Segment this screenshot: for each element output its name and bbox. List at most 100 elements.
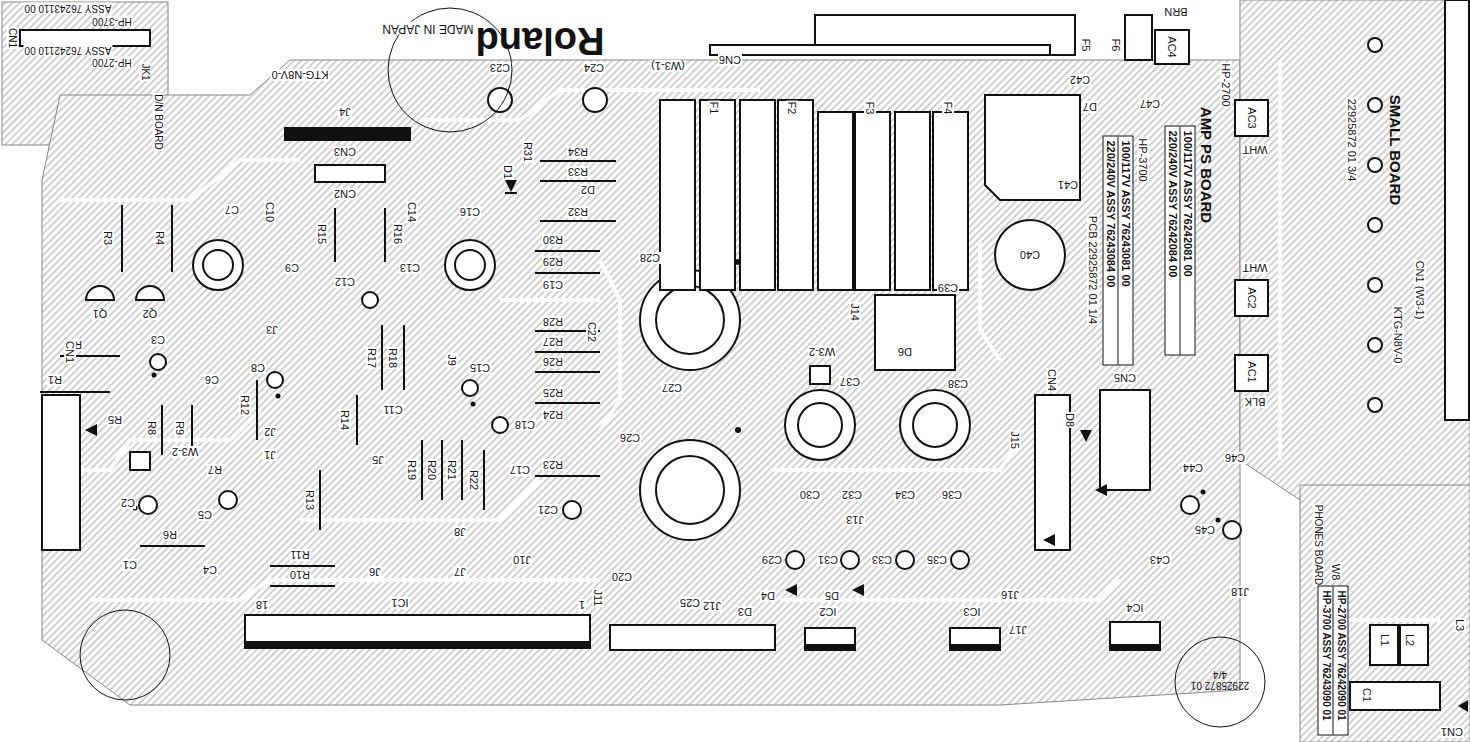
component-label: C5: [197, 509, 213, 521]
component-label: IC1: [390, 597, 409, 609]
component-label: C30: [799, 489, 821, 501]
component-label: C39: [937, 282, 959, 294]
component-label: D8: [1064, 412, 1076, 428]
component-label: CN5: [1113, 372, 1137, 384]
table-row: HP-2700 ASSY 76242090 01: [1334, 586, 1348, 734]
component-label: SMALL BOARD: [1387, 94, 1404, 207]
component-label: BLK: [1244, 396, 1267, 408]
component-label: F3: [864, 101, 876, 116]
component-label: C29: [761, 554, 783, 566]
component-label: C10: [264, 201, 276, 223]
component-label: Roland: [475, 19, 606, 61]
component-label: C2: [120, 497, 136, 509]
component-label: L3: [1454, 618, 1466, 632]
component-label: C6: [204, 374, 220, 386]
outline-circles: [80, 8, 1265, 727]
component-label: ASSY 76243110 00: [24, 3, 113, 14]
component-label: R15: [316, 223, 328, 245]
resistors: [40, 161, 616, 586]
component-label: C23: [489, 62, 511, 74]
capacitors: [86, 88, 1241, 569]
component-label: R29: [542, 256, 564, 268]
component-label: IC4: [1125, 602, 1144, 614]
component-label: R14: [339, 409, 351, 431]
component-label: 22925872 01 4/4: [1188, 669, 1252, 691]
component-label: C22: [586, 321, 598, 343]
component-label: J7: [453, 566, 467, 578]
component-label: WHT: [1241, 144, 1268, 156]
component-label: HP-2700: [91, 57, 132, 68]
component-label: R5: [107, 414, 123, 426]
component-label: J16: [1000, 589, 1020, 601]
component-label: C9: [284, 262, 300, 274]
component-label: C44: [1182, 462, 1204, 474]
component-label: L1: [1379, 633, 1391, 647]
component-label: J2: [263, 426, 277, 438]
component-label: (W3-1): [650, 60, 686, 72]
component-label: C45: [1194, 524, 1216, 536]
component-label: C1: [1361, 687, 1373, 703]
component-label: F5: [1080, 38, 1092, 53]
component-label: C25: [679, 597, 701, 609]
component-label: C32: [841, 489, 863, 501]
component-label: HP-3700: [91, 16, 132, 27]
component-label: C24: [583, 62, 605, 74]
component-label: D/N BOARD: [153, 93, 164, 151]
component-label: W3-2: [171, 446, 199, 458]
component-label: R3: [102, 230, 114, 246]
component-label: C13: [399, 262, 421, 274]
component-label: R22: [468, 469, 480, 491]
assembly-table: 100/117V ASSY 76242081 00220/240V ASSY 7…: [1165, 125, 1196, 355]
component-label: D1: [502, 164, 514, 180]
component-label: R19: [406, 459, 418, 481]
component-label: C37: [839, 376, 861, 388]
parts: [20, 0, 1469, 710]
component-label: CN4: [1046, 368, 1058, 392]
component-label: IC3: [962, 606, 981, 618]
component-label: R26: [542, 356, 564, 368]
component-label: R16: [392, 223, 404, 245]
component-label: D4: [760, 590, 776, 602]
component-label: C20: [611, 571, 633, 583]
component-label: F6: [1110, 38, 1122, 53]
component-label: R1: [47, 374, 63, 386]
component-label: PCB 22925872 01 1/4: [1087, 215, 1099, 325]
component-label: C7: [224, 204, 240, 216]
component-label: CN2: [333, 188, 357, 200]
component-label: AC4: [1166, 35, 1178, 58]
component-label: R12: [239, 394, 251, 416]
component-label: C16: [459, 206, 481, 218]
component-label: C1: [122, 559, 138, 571]
component-label: R7: [207, 464, 223, 476]
component-label: C42: [1069, 74, 1091, 86]
component-label: R32: [567, 206, 589, 218]
component-label: C41: [1057, 179, 1079, 191]
component-label: C33: [871, 554, 893, 566]
diodes-and-marks: [85, 180, 1468, 712]
component-label: J9: [446, 353, 458, 367]
component-label: J13: [845, 514, 865, 526]
component-label: D2: [580, 184, 596, 196]
component-label: C40: [1019, 249, 1041, 261]
component-label: C4: [202, 564, 218, 576]
trace-gaps: [60, 60, 1440, 620]
component-label: R21: [446, 459, 458, 481]
component-label: AMP PS BOARD: [1198, 106, 1215, 224]
component-label: J17: [1008, 624, 1028, 636]
component-label: R18: [387, 347, 399, 369]
component-label: D3: [737, 606, 753, 618]
component-label: C15: [469, 362, 491, 374]
component-label: D7: [1082, 101, 1098, 113]
component-label: R23: [542, 459, 564, 471]
component-label: AC1: [1246, 360, 1258, 383]
table-row: 100/117V ASSY 76242081 00: [1181, 126, 1195, 354]
component-label: WHT: [1241, 262, 1268, 274]
component-label: HP-2700: [1220, 62, 1232, 107]
component-label: AC2: [1246, 286, 1258, 309]
component-label: C12: [334, 276, 356, 288]
component-label: R10: [289, 569, 311, 581]
component-label: R20: [426, 459, 438, 481]
component-label: D5: [824, 590, 840, 602]
